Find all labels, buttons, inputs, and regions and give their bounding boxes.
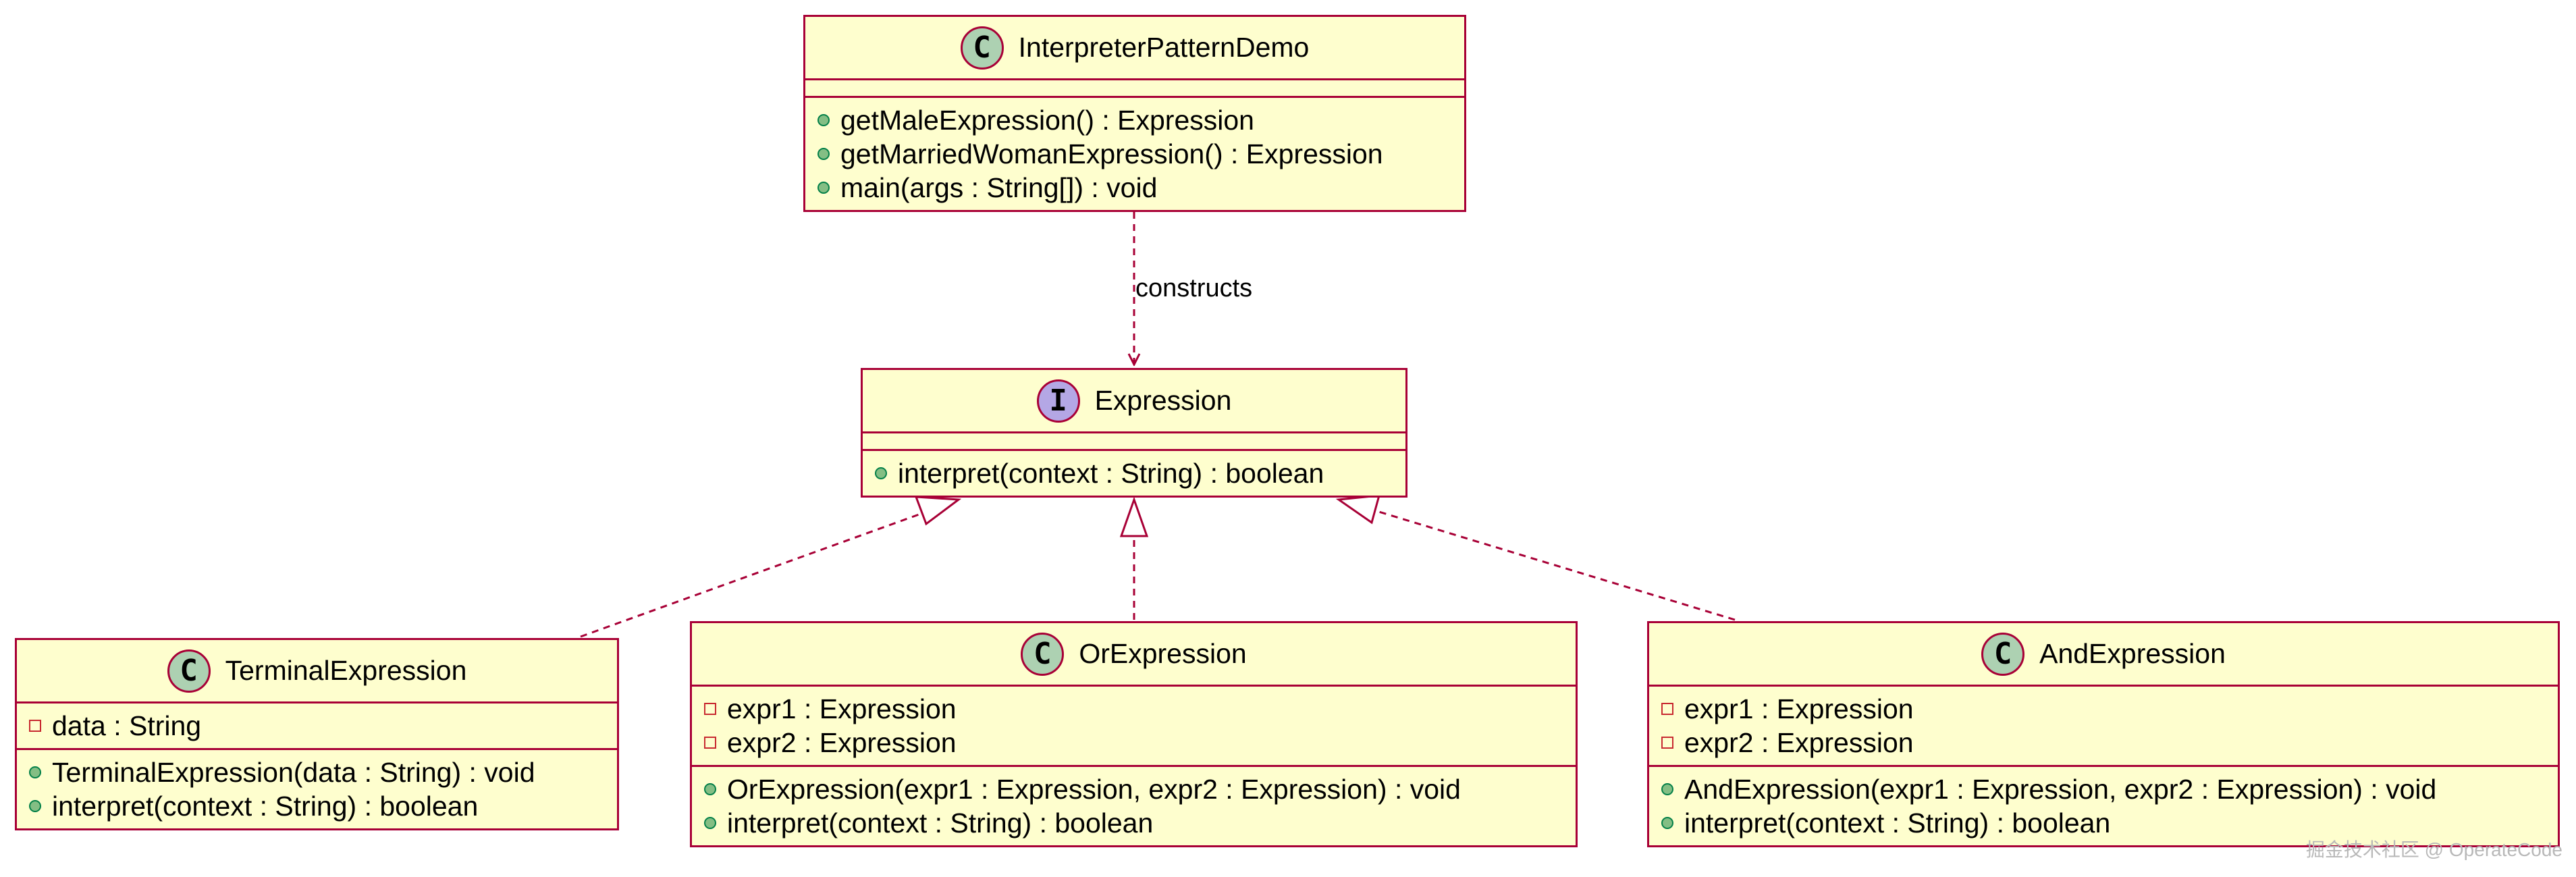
- field-declaration: expr2 : Expression: [1684, 726, 1914, 758]
- private-visibility-icon: [704, 703, 716, 715]
- method-signature: getMaleExpression() : Expression: [840, 104, 1254, 136]
- field-declaration: expr1 : Expression: [1684, 693, 1914, 724]
- method-signature: interpret(context : String) : boolean: [1684, 807, 2111, 839]
- interface-expression[interactable]: I Expression interpret(context : String)…: [861, 368, 1407, 498]
- class-header: C AndExpression: [1649, 623, 2558, 687]
- method-item: getMarriedWomanExpression() : Expression: [817, 137, 1452, 171]
- field-declaration: expr1 : Expression: [727, 693, 957, 724]
- public-visibility-icon: [817, 182, 830, 194]
- field-item: expr2 : Expression: [704, 726, 1563, 760]
- class-name: AndExpression: [2039, 638, 2226, 669]
- method-item: AndExpression(expr1 : Expression, expr2 …: [1661, 772, 2546, 806]
- class-header: I Expression: [863, 370, 1405, 433]
- class-header: C OrExpression: [692, 623, 1576, 687]
- field-declaration: data : String: [52, 710, 202, 741]
- class-name: OrExpression: [1079, 638, 1247, 669]
- method-item: OrExpression(expr1 : Expression, expr2 :…: [704, 772, 1563, 806]
- and-realization-line: [1374, 509, 1736, 621]
- method-item: interpret(context : String) : boolean: [875, 456, 1393, 490]
- public-visibility-icon: [1661, 817, 1673, 829]
- method-signature: getMarriedWomanExpression() : Expression: [840, 138, 1383, 169]
- class-stereotype-icon: C: [960, 26, 1004, 70]
- public-visibility-icon: [1661, 783, 1673, 795]
- class-or-expression[interactable]: C OrExpression expr1 : Expression expr2 …: [690, 621, 1578, 847]
- method-item: getMaleExpression() : Expression: [817, 103, 1452, 137]
- fields-section: expr1 : Expression expr2 : Expression: [1649, 687, 2558, 767]
- class-name: Expression: [1094, 385, 1232, 416]
- fields-section: expr1 : Expression expr2 : Expression: [692, 687, 1576, 767]
- methods-section: AndExpression(expr1 : Expression, expr2 …: [1649, 767, 2558, 845]
- class-name: TerminalExpression: [225, 655, 467, 686]
- methods-section: OrExpression(expr1 : Expression, expr2 :…: [692, 767, 1576, 845]
- and-realization-arrowhead: [1335, 494, 1381, 525]
- public-visibility-icon: [29, 800, 41, 812]
- method-signature: interpret(context : String) : boolean: [898, 457, 1324, 489]
- private-visibility-icon: [1661, 703, 1673, 715]
- class-interpreter-pattern-demo[interactable]: C InterpreterPatternDemo getMaleExpressi…: [803, 15, 1466, 212]
- method-signature: interpret(context : String) : boolean: [52, 790, 479, 822]
- terminal-realization-arrowhead: [914, 496, 962, 526]
- class-stereotype-icon: C: [1021, 632, 1065, 676]
- class-stereotype-icon: C: [1981, 632, 2025, 676]
- methods-section: interpret(context : String) : boolean: [863, 451, 1405, 496]
- field-item: data : String: [29, 709, 605, 743]
- methods-section: TerminalExpression(data : String) : void…: [17, 750, 617, 828]
- private-visibility-icon: [29, 720, 41, 732]
- public-visibility-icon: [704, 817, 716, 829]
- interface-stereotype-icon: I: [1036, 379, 1080, 423]
- class-and-expression[interactable]: C AndExpression expr1 : Expression expr2…: [1647, 621, 2560, 847]
- method-signature: main(args : String[]) : void: [840, 171, 1158, 203]
- method-signature: AndExpression(expr1 : Expression, expr2 …: [1684, 773, 2437, 805]
- class-header: C TerminalExpression: [17, 640, 617, 703]
- method-item: interpret(context : String) : boolean: [1661, 806, 2546, 840]
- or-realization-arrowhead: [1119, 496, 1149, 537]
- terminal-realization-line: [580, 509, 931, 638]
- constructs-label: constructs: [1135, 274, 1253, 302]
- method-item: main(args : String[]) : void: [817, 171, 1452, 205]
- fields-section: [805, 80, 1464, 98]
- class-name: InterpreterPatternDemo: [1018, 32, 1310, 63]
- field-item: expr1 : Expression: [1661, 692, 2546, 726]
- public-visibility-icon: [875, 467, 887, 479]
- public-visibility-icon: [817, 148, 830, 160]
- public-visibility-icon: [29, 766, 41, 778]
- method-signature: TerminalExpression(data : String) : void: [52, 756, 535, 788]
- private-visibility-icon: [1661, 737, 1673, 749]
- method-signature: interpret(context : String) : boolean: [727, 807, 1154, 839]
- fields-section: data : String: [17, 703, 617, 750]
- method-signature: OrExpression(expr1 : Expression, expr2 :…: [727, 773, 1461, 805]
- class-stereotype-icon: C: [167, 649, 211, 693]
- fields-section: [863, 433, 1405, 451]
- private-visibility-icon: [704, 737, 716, 749]
- field-item: expr1 : Expression: [704, 692, 1563, 726]
- method-item: interpret(context : String) : boolean: [29, 789, 605, 823]
- watermark: 掘金技术社区 @ OperateCode: [2305, 839, 2562, 860]
- field-item: expr2 : Expression: [1661, 726, 2546, 760]
- class-terminal-expression[interactable]: C TerminalExpression data : String Termi…: [15, 638, 619, 830]
- method-item: TerminalExpression(data : String) : void: [29, 755, 605, 789]
- public-visibility-icon: [704, 783, 716, 795]
- field-declaration: expr2 : Expression: [727, 726, 957, 758]
- public-visibility-icon: [817, 114, 830, 126]
- class-header: C InterpreterPatternDemo: [805, 17, 1464, 80]
- method-item: interpret(context : String) : boolean: [704, 806, 1563, 840]
- methods-section: getMaleExpression() : Expression getMarr…: [805, 98, 1464, 210]
